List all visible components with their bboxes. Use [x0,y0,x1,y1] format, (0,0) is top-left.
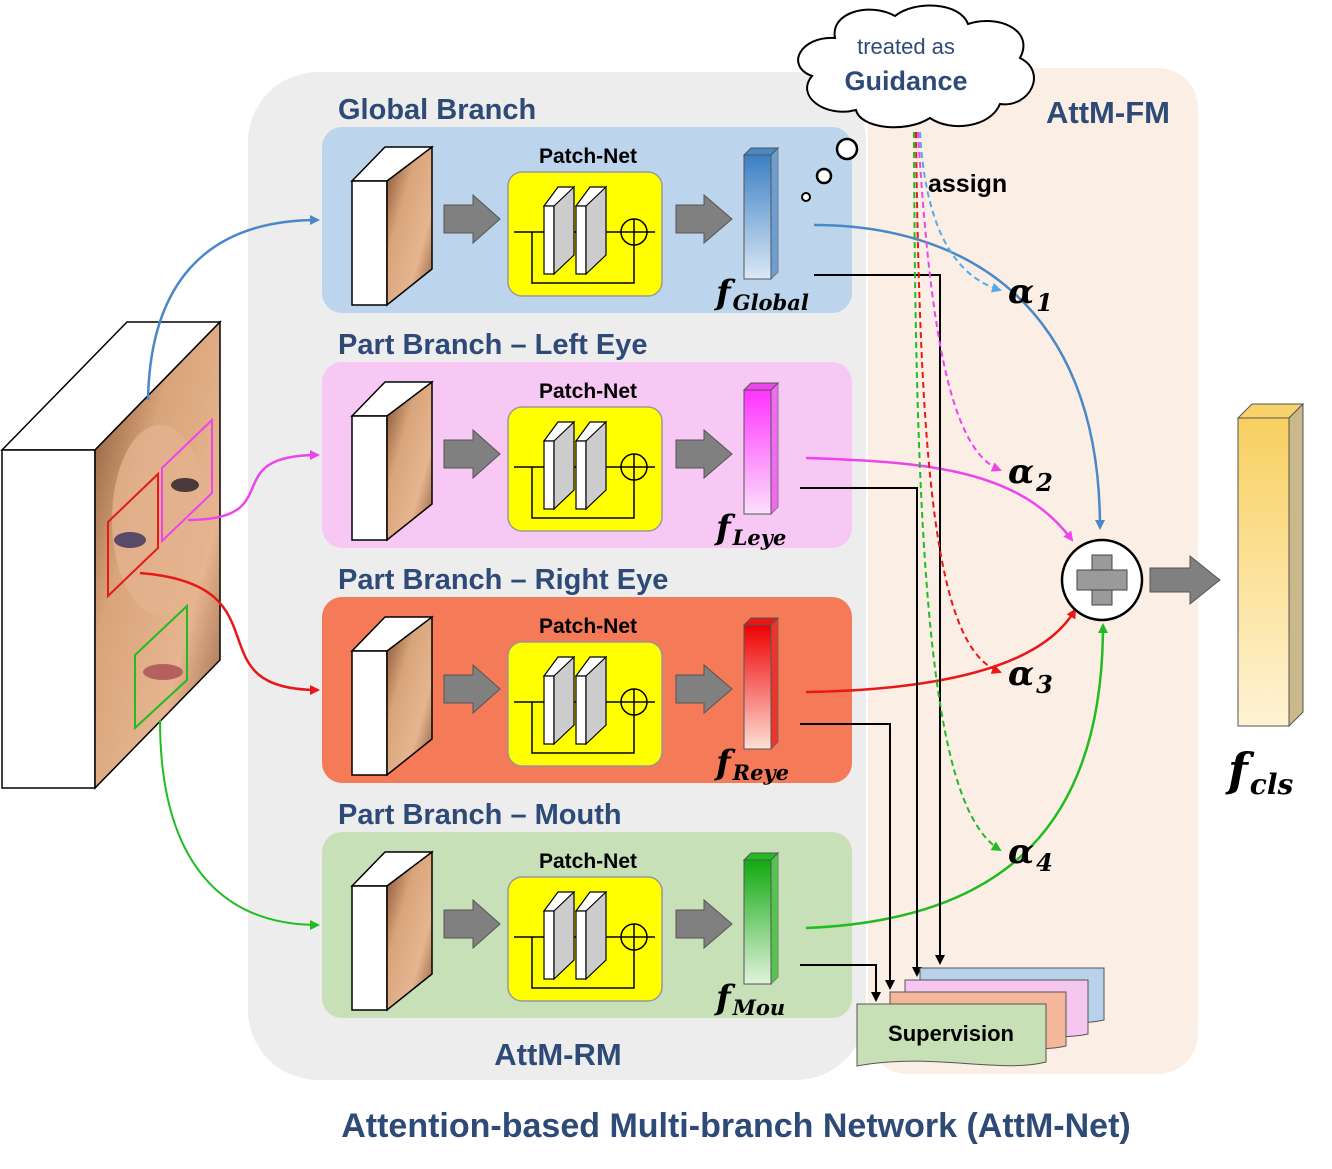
svg-text:α4: α4 [1008,832,1053,877]
patch-net-reye: Patch-Net [507,615,663,767]
global-to-fusion-arrow [813,223,1105,530]
alpha-3-label: α3 [1008,654,1053,699]
feature-label-mouth: fMou [714,978,785,1020]
left-eye-crop [161,417,213,544]
output-feature-label: fcls [1225,743,1293,801]
supervision-label: Supervision [888,1021,1014,1046]
feature-label-leye: fLeye [714,508,786,550]
patch-net-label: Patch-Net [539,380,637,403]
feature-bar-reye [742,616,780,751]
patch-net-leye: Patch-Net [507,380,663,532]
feature-bar-global [742,146,780,281]
patch-net-label: Patch-Net [539,145,637,168]
patch-net-global: Patch-Net [507,145,663,297]
branch-input-crop-reye [350,615,434,777]
branch-arrow-out-reye [675,663,733,715]
branch-arrow-out-leye [675,428,733,480]
branch-input-crop-mouth [350,850,434,1012]
feature-label-global: fGlobal [714,273,809,315]
output-feature-bar [1236,402,1305,728]
branch-arrow-in-mouth [443,898,501,950]
cloud-line2: Guidance [844,66,967,96]
svg-text:α1: α1 [1008,272,1053,317]
attm-rm-label: AttM-RM [494,1037,621,1072]
assign-arrow-alpha3 [915,131,1002,674]
mouth-to-supervision-line [800,964,881,1002]
input-to-global-arrow [146,215,320,401]
feature-bar-mouth [742,851,780,986]
assign-arrow-alpha1 [919,131,1002,293]
reye-to-fusion-arrow [805,608,1077,694]
branch-arrow-in-leye [443,428,501,480]
svg-text:α2: α2 [1008,452,1053,497]
alpha-4-label: α4 [1008,832,1053,877]
assign-arrow-alpha2 [917,131,1002,472]
branch-input-crop-global [350,145,434,307]
input-to-reye-arrow [139,571,320,695]
fusion-to-output-arrow [1149,554,1221,606]
leye-to-fusion-arrow [805,456,1074,542]
diagram-title: Attention-based Multi-branch Network (At… [341,1107,1131,1145]
branch-title-leye: Part Branch – Left Eye [338,329,647,361]
svg-text:fcls: fcls [1225,743,1293,801]
branch-title-reye: Part Branch – Right Eye [338,564,668,596]
patch-net-mouth: Patch-Net [507,850,663,1002]
right-eye-crop [107,471,159,599]
assign-label: assign [928,170,1007,198]
attm-fm-label: AttM-FM [1046,95,1170,130]
feature-bar-leye [742,381,780,516]
attm-fm-region [868,68,1198,1074]
patch-net-label: Patch-Net [539,850,637,873]
fusion-plus-node [1060,538,1144,622]
svg-text:α3: α3 [1008,654,1053,699]
attm-rm-region [248,72,866,1080]
input-to-leye-arrow [187,450,320,522]
branch-arrow-out-mouth [675,898,733,950]
mouth-to-fusion-arrow [805,623,1108,930]
supervision-stack [856,967,1105,1067]
alpha-2-label: α2 [1008,452,1053,497]
global-to-supervision-line [814,274,945,965]
branch-arrow-in-reye [443,663,501,715]
feature-label-reye: fReye [714,743,789,785]
patch-net-label: Patch-Net [539,615,637,638]
branch-title-mouth: Part Branch – Mouth [338,799,622,831]
branch-arrow-in-global [443,193,501,245]
input-image-block [0,320,222,790]
branch-arrow-out-global [675,193,733,245]
alpha-1-label: α1 [1008,272,1053,317]
cloud-line1: treated as [857,34,955,59]
branch-title-global: Global Branch [338,94,536,126]
mouth-crop [134,603,188,731]
reye-to-supervision-line [800,723,895,990]
assign-arrow-alpha4 [913,131,1002,852]
input-to-mouth-arrow [159,719,320,930]
branch-input-crop-leye [350,380,434,542]
guidance-cloud [797,4,1035,202]
leye-to-supervision-line [800,487,922,977]
